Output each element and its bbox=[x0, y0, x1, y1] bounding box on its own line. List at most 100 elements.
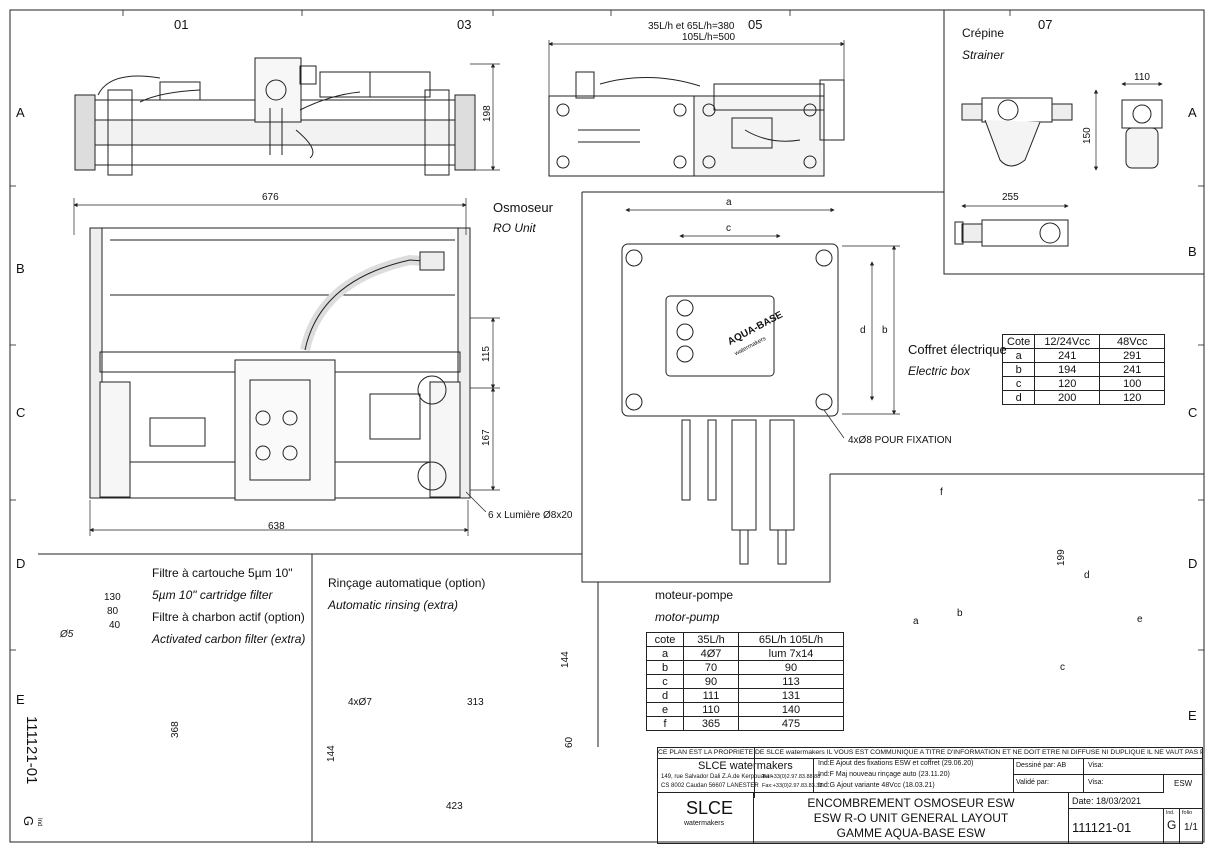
table-cell: 120 bbox=[1034, 376, 1101, 391]
row-label: B bbox=[16, 261, 25, 276]
dim-label: 110 bbox=[1134, 72, 1150, 83]
validated-by: Validé par: bbox=[1016, 779, 1049, 786]
sheet-frame bbox=[9, 9, 1205, 843]
visa-cell bbox=[1084, 775, 1164, 793]
dim-label: f bbox=[940, 487, 943, 498]
table-cell: 90 bbox=[738, 660, 844, 675]
validated-cell bbox=[1014, 775, 1084, 793]
table-cell: a bbox=[1001, 348, 1036, 363]
electric-box-title: Coffret électrique bbox=[908, 342, 1007, 357]
dim-label: e bbox=[1137, 614, 1143, 625]
revision-line: Ind:E Ajout des fixations ESW et coffret… bbox=[818, 760, 974, 767]
strainer-dims bbox=[961, 81, 1163, 209]
table-header-cell: 48Vcc bbox=[1099, 334, 1166, 349]
dim-label: 198 bbox=[482, 105, 493, 122]
ro-unit-side-view bbox=[74, 57, 476, 176]
row-label: B bbox=[1188, 244, 1197, 259]
date-cell bbox=[1068, 793, 1202, 809]
dim-label: 167 bbox=[481, 429, 492, 446]
drawing-title-cell bbox=[754, 748, 755, 798]
dim-label: 4xØ7 bbox=[348, 697, 372, 708]
table-header: cote 35L/h 65L/h 105L/h bbox=[646, 632, 844, 647]
column-label: 03 bbox=[457, 17, 472, 32]
drawn-cell bbox=[1014, 758, 1084, 775]
frame-ticks bbox=[10, 10, 1204, 651]
column-label: 07 bbox=[1038, 17, 1053, 32]
dim-label: Ø5 bbox=[60, 629, 74, 640]
dim-label: 40 bbox=[109, 620, 121, 631]
drawn-by: Dessiné par: AB bbox=[1016, 762, 1067, 769]
table-header-cell: 35L/h bbox=[683, 632, 739, 647]
title-block: CE PLAN EST LA PROPRIETE DE SLCE waterma… bbox=[657, 747, 1203, 844]
table-cell: 4Ø7 bbox=[683, 646, 739, 661]
strainer-drawing bbox=[954, 97, 1163, 247]
table-cell: d bbox=[1001, 390, 1036, 405]
electric-box-frame bbox=[581, 191, 1204, 590]
table-cell: 120 bbox=[1099, 390, 1166, 405]
strainer-title: Crépine bbox=[962, 26, 1005, 40]
number-cell bbox=[1068, 809, 1164, 843]
dim-label: 199 bbox=[1056, 549, 1067, 566]
table-cell: 111 bbox=[683, 688, 739, 703]
visa-label: Visa: bbox=[1088, 762, 1104, 769]
strainer-frame bbox=[943, 10, 1204, 275]
dim-label: 150 bbox=[1082, 127, 1093, 144]
filter-line: Filtre à cartouche 5µm 10" bbox=[152, 566, 293, 580]
electric-box-drawing bbox=[621, 243, 839, 565]
dim-label: b bbox=[882, 325, 888, 336]
row-label: C bbox=[1188, 405, 1198, 420]
dim-label: a bbox=[726, 197, 732, 208]
rinsing-title: Rinçage automatique (option) bbox=[328, 576, 486, 590]
slce-logo-sub: watermakers bbox=[684, 820, 725, 827]
table-header-cell: 12/24Vcc bbox=[1034, 334, 1101, 349]
dim-label: 130 bbox=[104, 592, 121, 603]
row-label: D bbox=[1188, 556, 1198, 571]
row-label: A bbox=[16, 105, 25, 120]
motor-pump-title: moteur-pompe bbox=[655, 588, 734, 602]
dim-label: 80 bbox=[107, 606, 119, 617]
dim-label: 676 bbox=[262, 192, 279, 203]
fixing-note: 4xØ8 POUR FIXATION bbox=[848, 435, 952, 446]
dim-label: d bbox=[1084, 570, 1090, 581]
row-label: E bbox=[16, 692, 25, 707]
ind-value: G bbox=[1167, 818, 1177, 832]
table-cell: 194 bbox=[1034, 362, 1101, 377]
dim-label: b bbox=[957, 608, 963, 619]
motor-pump-subtitle: motor-pump bbox=[655, 610, 720, 624]
dim-label: c bbox=[1060, 662, 1065, 673]
table-cell: 200 bbox=[1034, 390, 1101, 405]
logo-cell bbox=[658, 793, 754, 843]
flow-note: 105L/h=500 bbox=[682, 32, 736, 43]
row-label: A bbox=[1188, 105, 1197, 120]
table-cell: 70 bbox=[683, 660, 739, 675]
table-cell: 100 bbox=[1099, 376, 1166, 391]
side-rev: G bbox=[21, 816, 36, 827]
revision-line: Ind:G Ajout variante 48Vcc (18.03.21) bbox=[818, 782, 935, 789]
table-cell: 241 bbox=[1034, 348, 1101, 363]
table-cell: 110 bbox=[683, 702, 739, 717]
filter-line: 5µm 10" cartridge filter bbox=[152, 588, 273, 602]
electric-box-subtitle: Electric box bbox=[908, 364, 971, 378]
company-tel: Tel +33(0)2.97.83.88.88 bbox=[762, 774, 821, 780]
dim-label: 144 bbox=[560, 651, 571, 668]
table-cell: 241 bbox=[1099, 362, 1166, 377]
table-header-cell: Cote bbox=[1001, 334, 1036, 349]
dim-198 bbox=[470, 63, 500, 171]
folio-value: 1/1 bbox=[1184, 822, 1198, 833]
table-cell: c bbox=[646, 674, 684, 689]
revision-line: Ind:F Maj nouveau rinçage auto (23.11.20… bbox=[818, 771, 950, 778]
lower-frame bbox=[38, 553, 599, 747]
table-cell: 131 bbox=[738, 688, 844, 703]
filter-line: Filtre à charbon actif (option) bbox=[152, 610, 305, 624]
table-cell: f bbox=[646, 716, 684, 731]
ro-title: Osmoseur bbox=[493, 200, 553, 215]
